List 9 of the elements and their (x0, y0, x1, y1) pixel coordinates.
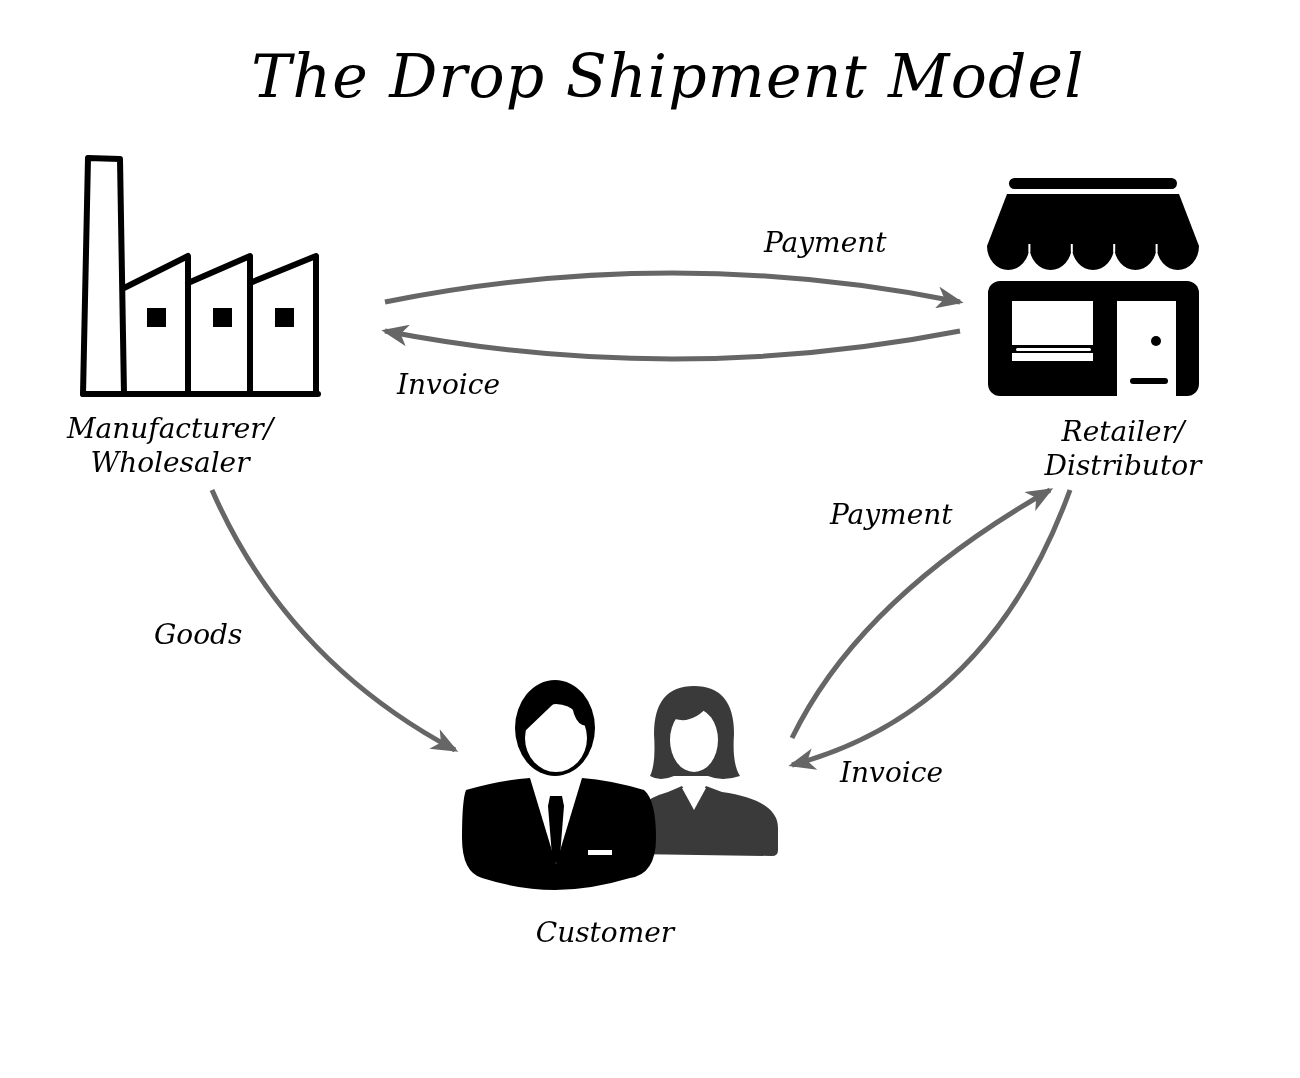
node-label: Manufacturer/ Wholesaler (65, 412, 277, 480)
arrow (384, 270, 964, 309)
arrow (209, 488, 459, 753)
arrow (381, 324, 961, 362)
arrow (788, 489, 1073, 769)
title: The Drop Shipment Model (250, 40, 1086, 113)
node-label: Retailer/ Distributor (1043, 415, 1204, 483)
node-label: Customer (534, 916, 677, 950)
arrow (789, 487, 1054, 740)
